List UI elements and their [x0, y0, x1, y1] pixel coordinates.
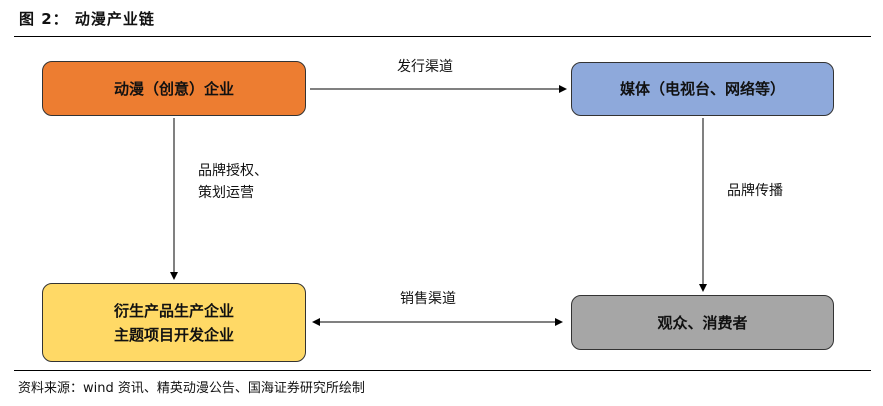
bottom-divider [14, 370, 871, 371]
edge-label-license-line2: 策划运营 [198, 185, 254, 201]
edge-label-spread: 品牌传播 [727, 183, 783, 199]
edge-label-release: 发行渠道 [397, 59, 453, 75]
figure-title: 图 2： 动漫产业链 [19, 10, 155, 28]
edge-label-license: 品牌授权、 策划运营 [198, 160, 268, 204]
node-audience: 观众、消费者 [571, 295, 834, 350]
node-media-label: 媒体（电视台、网络等） [619, 80, 785, 98]
node-derivative-line2: 主题项目开发企业 [113, 325, 234, 344]
edge-label-sales: 销售渠道 [400, 291, 456, 307]
node-anime-enterprise: 动漫（创意）企业 [42, 61, 306, 116]
node-media: 媒体（电视台、网络等） [571, 62, 834, 116]
node-derivative-line1: 衍生产品生产企业 [113, 301, 234, 320]
source-note: 资料来源：wind 资讯、精英动漫公告、国海证券研究所绘制 [18, 381, 365, 396]
node-derivative-enterprise: 衍生产品生产企业 主题项目开发企业 [42, 283, 306, 362]
node-audience-label: 观众、消费者 [657, 313, 748, 332]
top-divider [14, 36, 871, 37]
edge-label-license-line1: 品牌授权、 [198, 163, 268, 179]
node-anime-label: 动漫（创意）企业 [113, 79, 234, 98]
